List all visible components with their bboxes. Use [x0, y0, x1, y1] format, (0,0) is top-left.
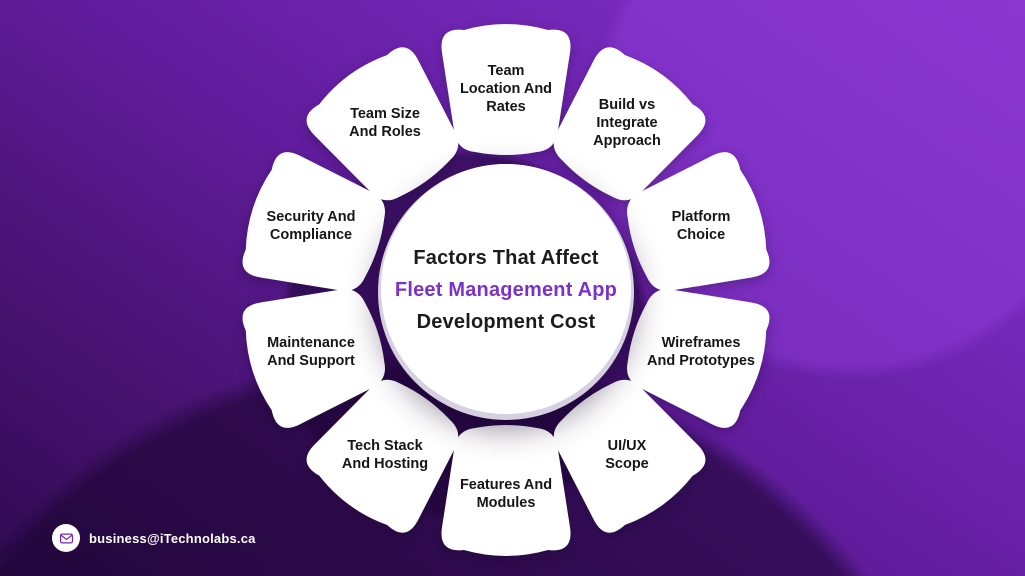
factor-label-maintenance-and-support: Maintenance And Support [267, 335, 355, 369]
factor-label-tech-stack-and-hosting: Tech Stack And Hosting [341, 438, 429, 472]
factor-label-security-and-compliance: Security And Compliance [266, 209, 356, 243]
envelope-icon [59, 533, 73, 543]
factor-label-build-vs-integrate-approach: Build vs Integrate Approach [593, 97, 661, 149]
page-title: Factors That Affect Fleet Management App… [376, 165, 636, 415]
title-line-2: Fleet Management App [394, 278, 618, 301]
factor-label-wireframes-and-prototypes: Wireframes And Prototypes [647, 335, 755, 369]
email-badge [52, 524, 80, 552]
center-circle [378, 164, 634, 420]
factor-label-team-location-and-rates: Team Location And Rates [459, 63, 553, 115]
title-line-3: Development Cost [416, 310, 596, 333]
factor-label-uiux-scope: UI/UX Scope [605, 438, 649, 472]
email-text[interactable]: business@iTechnolabs.ca [89, 530, 256, 546]
factor-label-platform-choice: Platform Choice [671, 209, 731, 243]
factor-label-team-size-and-roles: Team Size And Roles [349, 106, 421, 140]
contact-email[interactable]: business@iTechnolabs.ca [52, 524, 256, 552]
factor-label-features-and-modules: Features And Modules [459, 477, 553, 511]
title-line-1: Factors That Affect [413, 246, 599, 269]
